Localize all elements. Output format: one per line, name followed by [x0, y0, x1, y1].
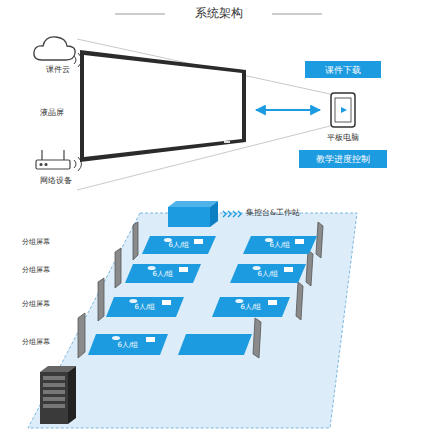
table-top — [106, 297, 184, 317]
node-text: 平板电脑 — [327, 133, 359, 142]
group-table — [178, 334, 252, 355]
table-top — [243, 236, 317, 254]
group-table: 6人/组 — [212, 297, 290, 317]
table-top — [230, 264, 306, 283]
tablet-body — [331, 93, 355, 127]
label-text: 网络设备 — [40, 176, 72, 185]
screen-bezel — [80, 50, 246, 162]
table-edge — [125, 283, 193, 284]
table-top — [88, 334, 168, 355]
node-text: 6人/组 — [135, 303, 156, 311]
node-text: 教学进度控制 — [316, 154, 370, 165]
table-device — [284, 267, 293, 272]
table-device — [146, 337, 155, 342]
table-seat — [112, 336, 120, 340]
tablet-shape — [330, 92, 356, 128]
screen-shape — [80, 50, 246, 162]
group-table: 6人/组 — [88, 334, 168, 355]
cloud-icon — [34, 37, 82, 67]
table-device — [162, 300, 171, 305]
node-text: 6人/组 — [258, 269, 279, 277]
node-text: 6人/组 — [270, 241, 291, 249]
table-edge — [212, 317, 282, 318]
console-block — [168, 201, 241, 227]
cabinet-rack — [40, 366, 76, 424]
lcd-screen: 液晶屏 — [80, 50, 246, 162]
title-rule — [115, 14, 165, 15]
double-arrow — [256, 109, 320, 111]
table-device — [194, 239, 203, 244]
router-icon — [36, 150, 82, 171]
box-fill — [305, 61, 381, 78]
label-box: 教学进度控制 — [299, 150, 387, 168]
screen-panel — [84, 55, 242, 157]
table-edge — [230, 283, 298, 284]
group-table: 6人/组 — [142, 236, 216, 254]
table-seat — [129, 299, 137, 303]
table-device — [295, 239, 304, 244]
label-box: 课件下载 — [305, 61, 381, 78]
node-text: 6人/组 — [169, 241, 190, 249]
table-device — [268, 300, 277, 305]
screen-logo — [224, 141, 230, 143]
label-text: 分组屏幕 — [22, 300, 50, 308]
title-rule — [272, 14, 322, 15]
table-top — [142, 236, 216, 254]
tablet-screen — [335, 98, 351, 122]
group-screens — [78, 222, 323, 358]
table-top — [125, 264, 201, 283]
table-edge — [142, 254, 208, 255]
node-text: 6人/组 — [241, 303, 262, 311]
label-text: 集控台&工作站 — [246, 208, 300, 217]
node-text: 课件下载 — [325, 64, 361, 75]
node-text: 6人/组 — [118, 340, 139, 348]
table-seat — [235, 299, 243, 303]
title: 系统架构 — [195, 6, 243, 20]
table-edge — [106, 317, 176, 318]
floor-area — [28, 213, 357, 428]
box-fill — [299, 150, 387, 168]
group-table: 6人/组 — [106, 297, 184, 317]
label-text: 分组屏幕 — [22, 266, 50, 274]
node-text: 6人/组 — [153, 269, 174, 277]
label-text: 分组屏幕 — [22, 238, 50, 246]
node-text: 液晶屏 — [40, 108, 64, 117]
tablet-device: 平板电脑 — [330, 92, 356, 128]
table-edge — [88, 355, 160, 356]
label-text: 分组屏幕 — [22, 338, 50, 346]
label-text: 课件云 — [46, 65, 70, 74]
table-device — [179, 267, 188, 272]
group-table: 6人/组 — [243, 236, 317, 254]
table-edge — [243, 254, 309, 255]
tablet-play — [341, 107, 347, 113]
table-top — [212, 297, 290, 317]
group-table: 6人/组 — [125, 264, 201, 283]
group-table: 6人/组 — [230, 264, 306, 283]
